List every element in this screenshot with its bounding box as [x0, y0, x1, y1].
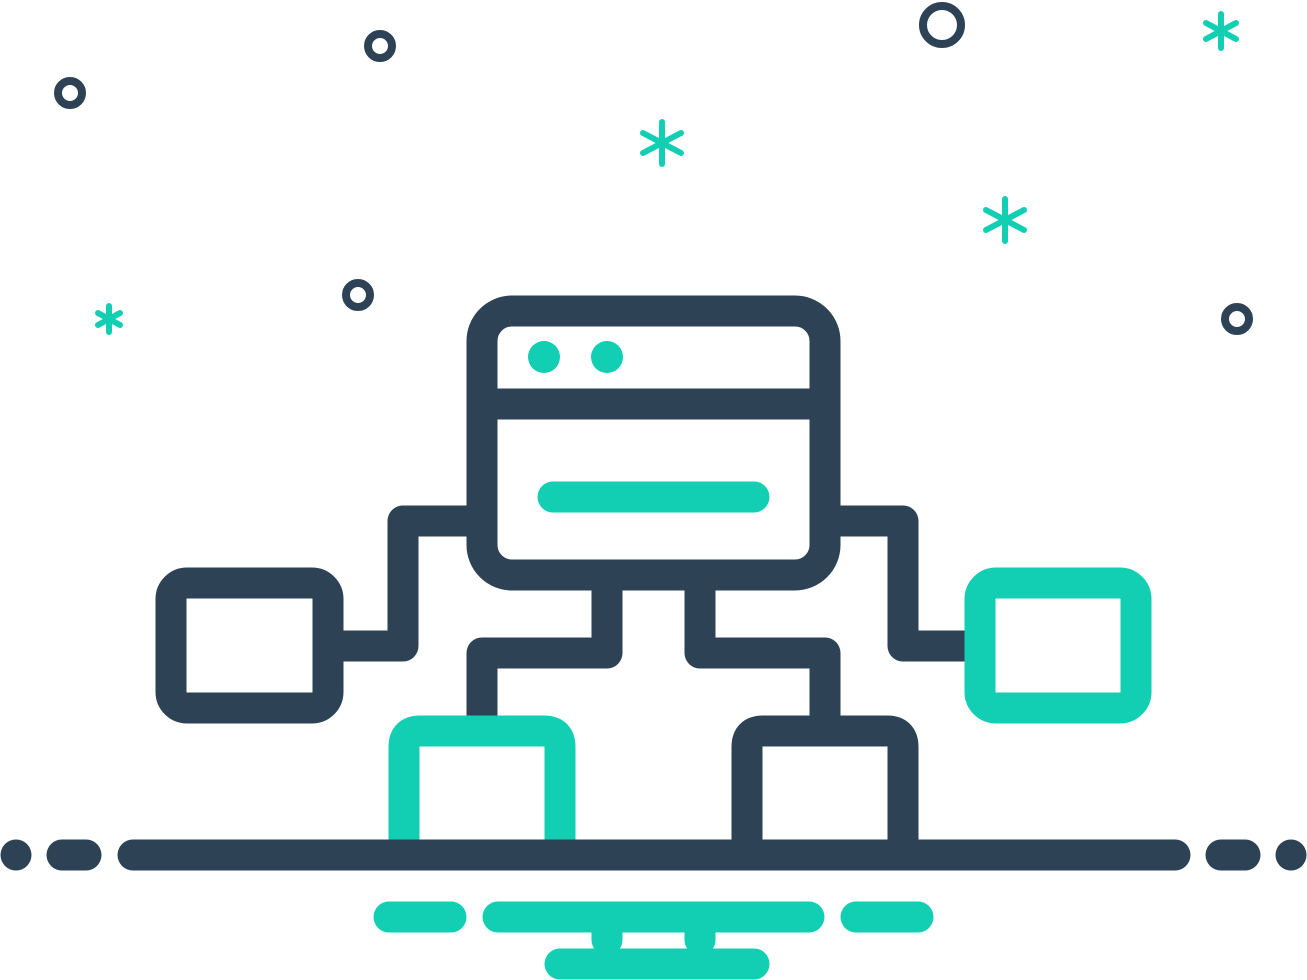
asterisk-decoration-icon [1203, 11, 1239, 51]
circle-decoration-icon [364, 30, 396, 62]
sitemap-node-bottom-left [388, 715, 576, 871]
decorative-circles [54, 2, 1253, 335]
window-dot-1 [528, 341, 560, 373]
sitemap-node-bottom-right [731, 715, 919, 871]
sitemap-connectors [312, 505, 991, 744]
circle-decoration-icon [1221, 303, 1253, 335]
circle-decoration-icon [54, 77, 86, 109]
circle-decoration-icon [919, 2, 965, 48]
asterisk-decoration-icon [983, 196, 1027, 244]
browser-window-icon [466, 295, 841, 591]
circle-decoration-icon [342, 279, 374, 311]
decorative-asterisks [95, 11, 1239, 335]
asterisk-decoration-icon [640, 119, 684, 167]
base-stand [373, 901, 934, 980]
sitemap-node-left [155, 567, 344, 724]
asterisk-decoration-icon [95, 303, 123, 335]
window-dot-2 [591, 341, 623, 373]
sitemap-node-right [964, 567, 1152, 724]
